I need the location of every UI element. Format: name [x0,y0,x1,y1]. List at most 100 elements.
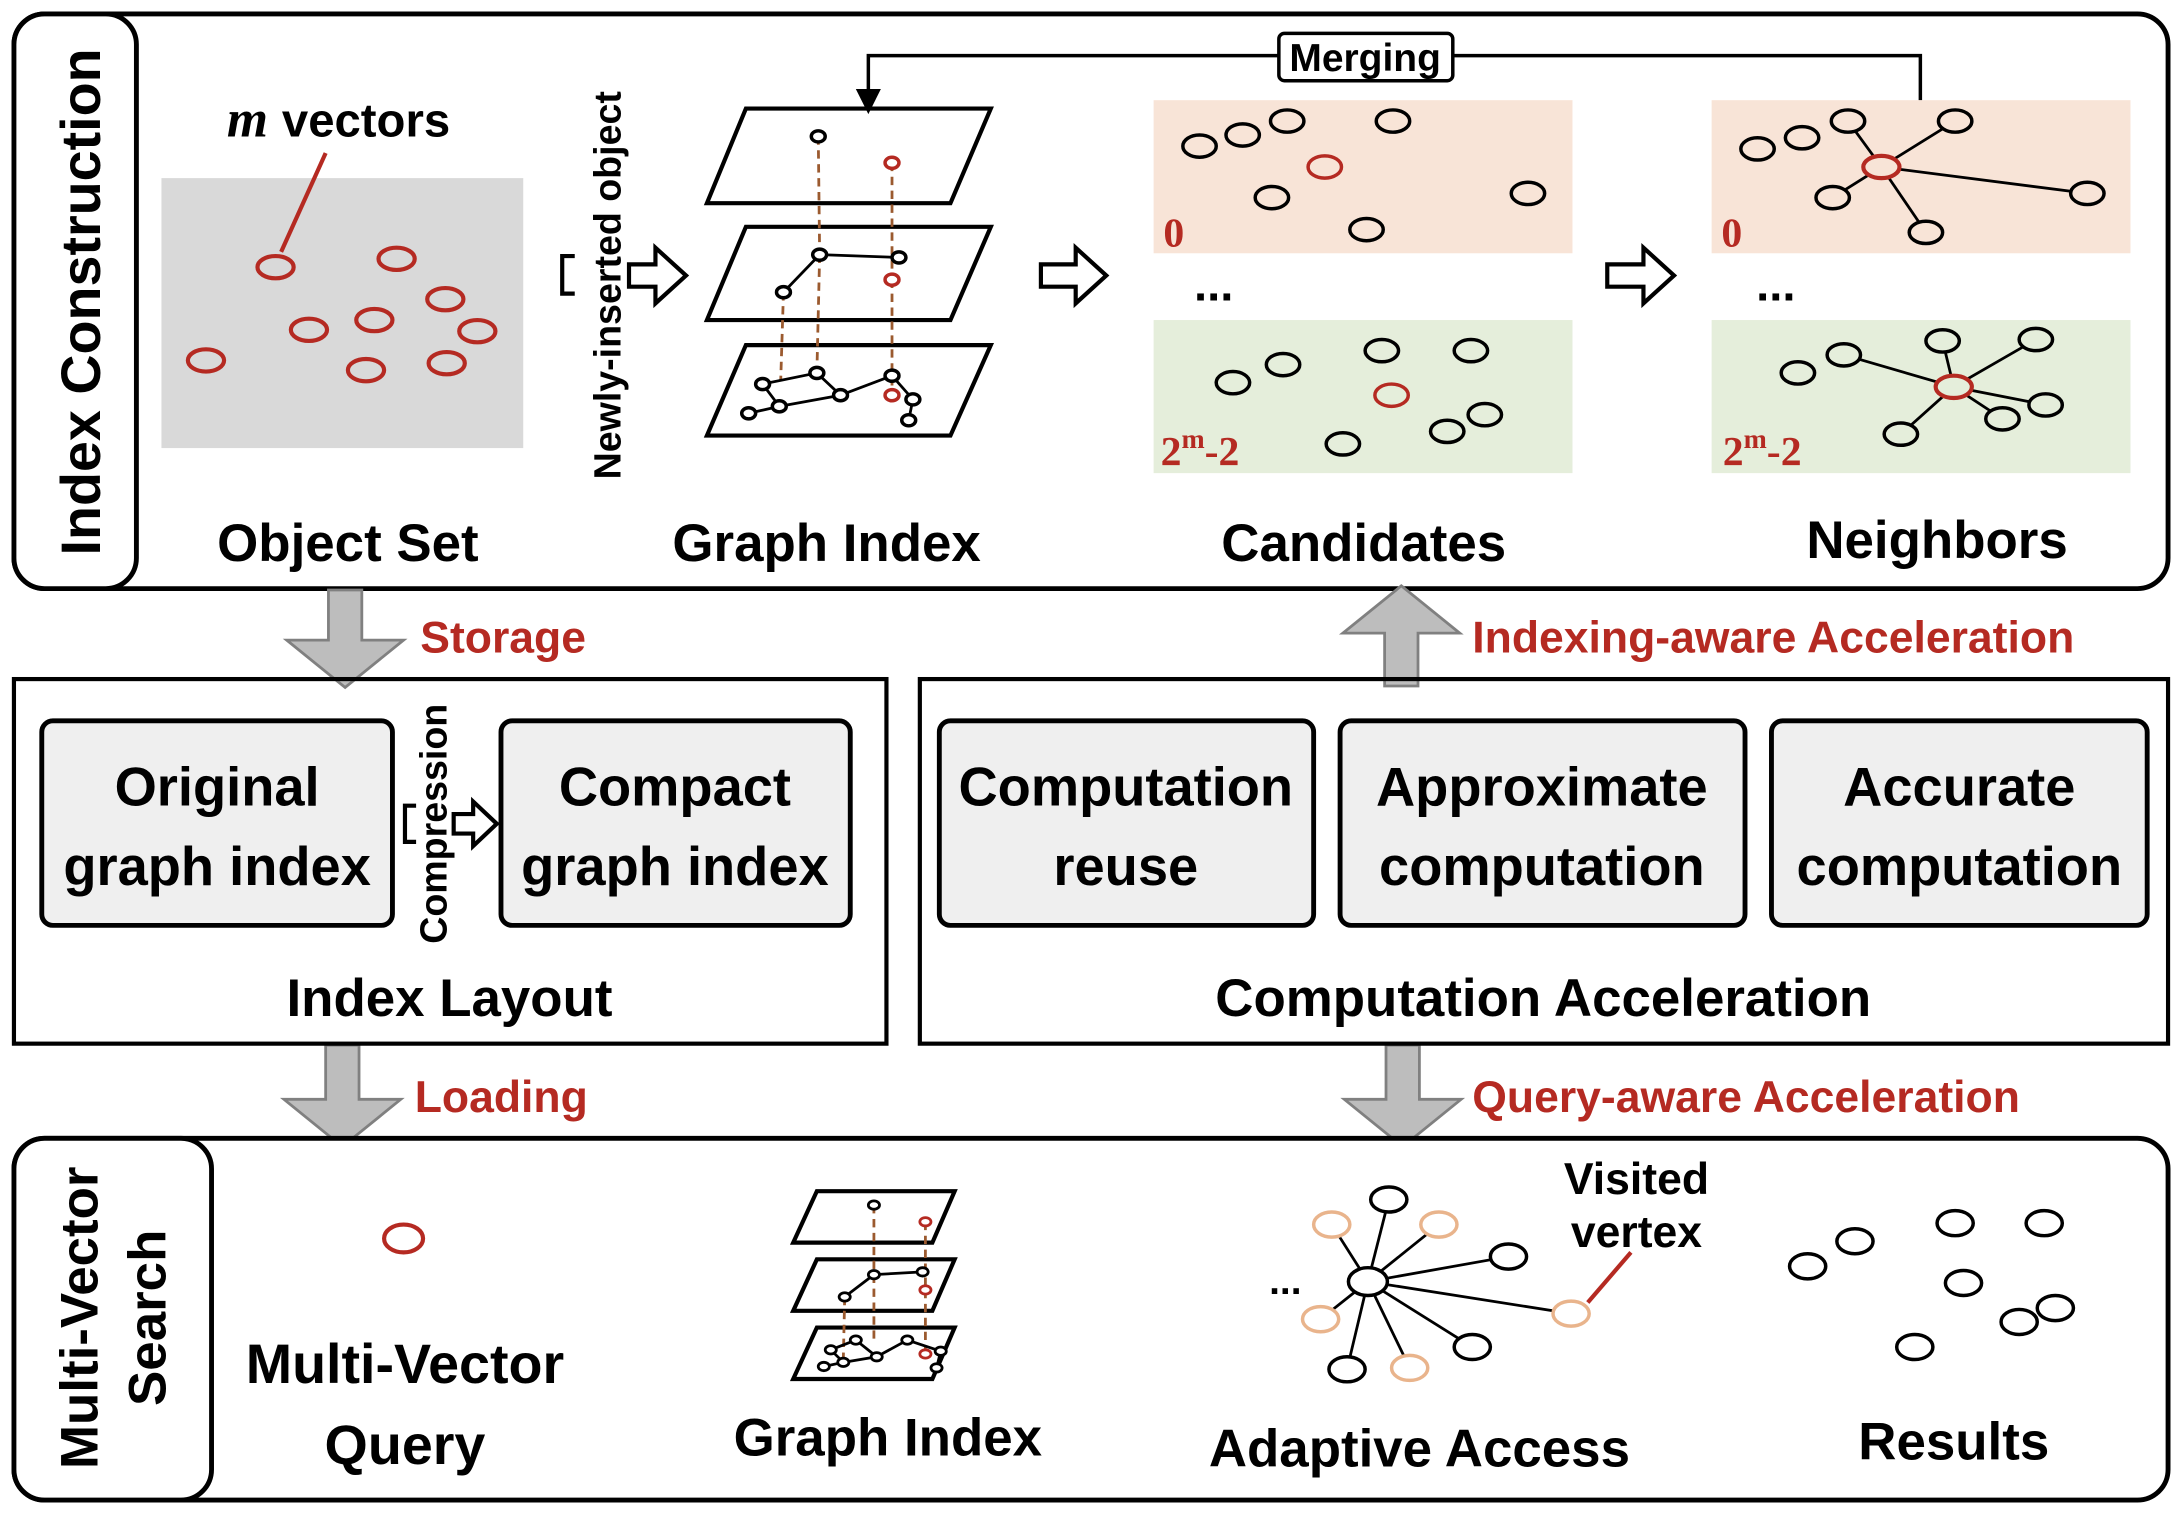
object-set-highlight-vertex-1 [376,245,417,273]
original-graph-index-line1: Original [115,757,320,818]
neighbor-last-vertex-3 [2027,392,2065,418]
candidate-first-vertex-6 [1509,180,1547,207]
compact-graph-index-line1: Compact [559,757,791,818]
graph-index-link-1 [815,254,822,373]
object-set-highlight-vertex-2 [425,285,466,313]
graph-index-vertices [739,129,922,428]
vectors-count-variable: m [227,90,268,148]
merging-feedback: Merging [855,31,1923,115]
query-vector [382,1222,426,1255]
candidate-first-vertex-1 [1224,122,1262,148]
neighbor-last-vertex-4 [1984,405,2021,432]
candidate-vectors [1181,108,1547,457]
computation-reuse-line2: reuse [1053,836,1198,897]
compression-bracket [402,803,417,844]
index-layout-frame [11,676,889,1046]
compression-arrow [451,796,500,851]
adaptive-visited-vertex-1 [1311,1210,1352,1239]
neighbor-graphs [1739,108,2106,448]
neighbor-first-vertex-0 [1829,108,1867,134]
candidate-last-vertex-0 [1363,337,1401,364]
object-set-background [161,178,524,449]
adaptive-visited-vertex-8 [1300,1304,1341,1334]
visited-vertex-line2: vertex [1571,1208,1702,1257]
original-graph-index-box [39,718,395,928]
object-set-highlight-vertex-3 [288,316,330,344]
graph-index-vertex-6 [753,376,772,392]
query-label-line1: Multi-Vector [246,1333,565,1395]
merging-arrowhead [855,89,881,115]
neighbor-last-vertex-6 [1779,360,1817,386]
object-set-highlight-vertex-6 [185,347,227,374]
adaptive-access-label: Adaptive Access [1209,1420,1630,1479]
object-set-vectors [185,245,498,384]
result-vertex-6 [1999,1307,2039,1337]
search-graph-vertex-14 [929,1362,944,1374]
newly-inserted-bracket [560,253,575,296]
result-vertex-5 [2035,1293,2076,1323]
graph-index-link-2 [779,292,785,382]
graph-index-vertex-2 [810,247,829,262]
object-set-label: Object Set [217,514,478,573]
query-aware-acceleration-arrow [1340,1043,1466,1149]
computation-acceleration-frame [917,676,2171,1046]
merging-line-left [866,53,1279,92]
vectors-caption-word: vectors [282,94,450,147]
visited-vertex-line1: Visited [1564,1155,1709,1204]
storage-arrow [282,588,408,690]
multi-vector-search-title-line1: Multi-Vector [50,1167,109,1470]
object-set-highlight-vertex-0 [255,253,296,281]
graph-index-highlight-vertex-1 [883,155,901,171]
result-vertex-3 [2024,1208,2065,1238]
multi-vector-search-panel: Multi-Vector Search Multi-Vector Query G… [11,1135,2171,1503]
graph-layer-bottom [703,343,995,438]
merging-label: Merging [1289,37,1440,80]
candidates-level-first [1153,100,1573,254]
computation-reuse-box [936,718,1317,928]
vectors-pointer-line [279,152,328,253]
object-set-highlight-vertex-4 [354,306,395,334]
candidates-level-last-label: 2m-2 [1161,424,1240,475]
graph-index-vertex-3 [890,250,908,265]
adaptive-visited-vertex-4 [1551,1299,1591,1328]
neighbor-first-vertex-6 [1783,124,1821,151]
candidate-first-vertex-3 [1374,108,1412,134]
neighbor-last-vertex-1 [1924,328,1962,354]
neighbor-first-vertex-1 [1936,108,1974,134]
search-graph-layer-top [789,1189,958,1245]
object-set-highlight-vertex-5 [457,317,498,345]
merging-box [1277,31,1455,83]
indexing-aware-acceleration-arrow [1338,584,1464,688]
neighbors-level-first-label: 0 [1721,210,1742,256]
index-layout-label: Index Layout [286,969,612,1028]
graph-index-vertex-14 [900,412,918,428]
search-graph-vertex-8 [869,1351,884,1363]
computation-reuse-line1: Computation [958,757,1293,818]
computation-acceleration-label: Computation Acceleration [1215,969,1871,1028]
graph-index-vertex-13 [904,392,922,407]
graph-index-label: Graph Index [672,514,981,573]
neighbors: 0 ... 2m-2 Neighbors [1711,100,2131,570]
search-graph-vertices [816,1199,948,1374]
result-vertex-1 [1835,1226,1875,1256]
neighbors-level-last-tail: -2 [1767,429,1802,475]
neighbors-level-last-sup: m [1744,424,1767,455]
candidate-first-vertex-4 [1253,184,1291,211]
newly-inserted-arrow [626,242,690,309]
adaptive-edge-4 [1367,1280,1572,1315]
candidate-last-vertex-6 [1324,431,1362,457]
compression-label: Compression [413,704,455,944]
search-graph-vertex-0 [866,1199,881,1211]
candidates-level-last-sup: m [1181,424,1204,455]
graph-index-vertex-8 [831,387,850,403]
candidates-label: Candidates [1221,514,1506,573]
candidate-last-vertex-5 [1428,418,1466,445]
compact-graph-index-box [498,718,853,928]
multi-vector-search-label-box [11,1135,214,1503]
adaptive-vertex-5 [1452,1332,1493,1362]
search-graph-link-2 [841,1296,847,1360]
search-graph-highlight-vertex-12 [918,1348,933,1360]
adaptive-edge-5 [1367,1280,1474,1349]
neighbor-first-vertex-2 [1814,184,1852,211]
graph-index-edge-4 [762,371,818,386]
